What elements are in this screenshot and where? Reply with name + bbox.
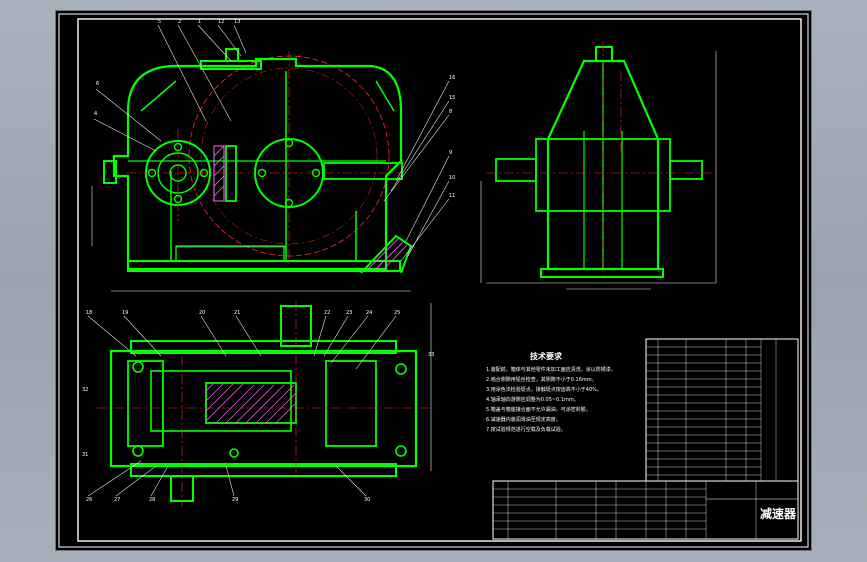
oil-gauge-hatch <box>367 238 408 270</box>
bom-frame <box>645 338 799 482</box>
inner-box <box>175 245 285 262</box>
leader-lines <box>87 315 397 497</box>
title-block-frame <box>492 480 799 540</box>
title-block-grid <box>493 481 798 539</box>
side-vent <box>595 46 613 62</box>
output-shaft <box>323 162 403 180</box>
callout-number: 8 <box>449 109 452 115</box>
callout-number: 24 <box>366 310 372 316</box>
plan-bearing-right <box>325 360 377 447</box>
callout-number: 18 <box>86 310 92 316</box>
title-block: 减速器 <box>492 480 799 540</box>
callout-number: 4 <box>94 111 97 117</box>
output-shaft-end <box>669 160 703 180</box>
housing-outline <box>112 57 403 271</box>
plan-bolt <box>395 363 407 375</box>
parts-list <box>645 338 799 482</box>
callout-number: 31 <box>82 452 88 458</box>
notes-heading: 技术要求 <box>530 351 563 361</box>
callout-number: 28 <box>149 497 155 503</box>
callout-number: 22 <box>324 310 330 316</box>
callout-number: 21 <box>234 310 240 316</box>
callout-number: 33 <box>428 352 434 358</box>
callout-number: 32 <box>82 387 88 393</box>
side-view[interactable] <box>480 41 717 290</box>
sheet-border <box>58 13 809 548</box>
callout-number: 1 <box>198 19 201 25</box>
note-line: 2.啮合侧隙用铅丝检查，其侧隙不小于0.16mm。 <box>486 376 597 383</box>
callout-number: 12 <box>218 19 224 25</box>
vent-plug <box>225 48 239 62</box>
plan-housing <box>109 349 418 468</box>
drain-plug <box>103 160 117 184</box>
plan-bolt <box>132 445 144 457</box>
callout-number: 15 <box>449 95 455 101</box>
note-line: 4.轴承轴向游隙应调整为0.05~0.1mm。 <box>486 396 579 403</box>
drawing-frame <box>77 18 802 542</box>
mid-bolt <box>225 145 237 202</box>
callout-number: 6 <box>96 81 99 87</box>
drawing-title: 减速器 <box>760 506 797 521</box>
callout-number: 20 <box>199 310 205 316</box>
callout-number: 11 <box>449 193 455 199</box>
plan-flange-bottom <box>130 463 397 477</box>
leader-lines <box>93 24 450 262</box>
large-gear-inner-circle <box>200 67 378 245</box>
plan-gear-hatch <box>205 382 297 424</box>
callout-number: 30 <box>364 497 370 503</box>
plan-input-shaft <box>150 370 292 432</box>
plan-bolt <box>132 361 144 373</box>
callout-number: 27 <box>114 497 120 503</box>
callout-number: 25 <box>394 310 400 316</box>
callout-number: 23 <box>346 310 352 316</box>
callout-number: 9 <box>449 150 452 156</box>
plan-bolt <box>395 445 407 457</box>
plan-view[interactable] <box>87 301 432 506</box>
callout-number: 19 <box>122 310 128 316</box>
note-line: 7.按试验规范进行空载及负载试验。 <box>486 426 566 433</box>
note-line: 6.减速器内装润滑油至规定高度。 <box>486 416 561 423</box>
notes-lines: 1.装配前，箱体与其他零件未加工面应清洗，涂以防锈漆。 2.啮合侧隙用铅丝检查，其… <box>486 366 616 433</box>
front-view[interactable] <box>91 24 450 292</box>
note-line: 5.箱盖与箱座接合面不允许漏油，可涂密封胶。 <box>486 406 591 413</box>
housing-diagonal-right <box>375 80 395 112</box>
plan-bolt <box>229 448 239 458</box>
note-line: 3.用涂色法检验斑点，接触斑点按齿高不小于40%。 <box>486 386 602 393</box>
note-line: 1.装配前，箱体与其他零件未加工面应清洗，涂以防锈漆。 <box>486 366 616 373</box>
hatch-lines <box>213 145 225 197</box>
callouts-plan: 18 19 20 21 22 23 24 25 26 27 28 29 30 31 32 33 <box>82 310 434 503</box>
plan-bearing-left <box>127 360 164 447</box>
oil-gauge <box>360 234 413 274</box>
housing-diagonal-left <box>140 80 177 112</box>
plan-gear-block <box>205 382 297 424</box>
callout-number: 10 <box>449 175 455 181</box>
callout-number: 13 <box>234 19 240 25</box>
callout-number: 26 <box>86 497 92 503</box>
callout-number: 2 <box>178 19 181 25</box>
callout-number: 29 <box>232 497 238 503</box>
input-shaft-end <box>495 158 537 182</box>
callouts-top: 6 4 5 2 1 16 15 8 9 10 11 12 13 <box>94 19 455 199</box>
technical-notes: 技术要求 1.装配前，箱体与其他零件未加工面应清洗，涂以防锈漆。 2.啮合侧隙用铅… <box>486 351 616 433</box>
section-hatch <box>213 145 225 202</box>
callout-number: 5 <box>158 19 161 25</box>
side-base <box>540 268 664 278</box>
bom-grid <box>646 339 777 481</box>
plan-flange-top <box>130 340 397 354</box>
callout-number: 16 <box>449 75 455 81</box>
